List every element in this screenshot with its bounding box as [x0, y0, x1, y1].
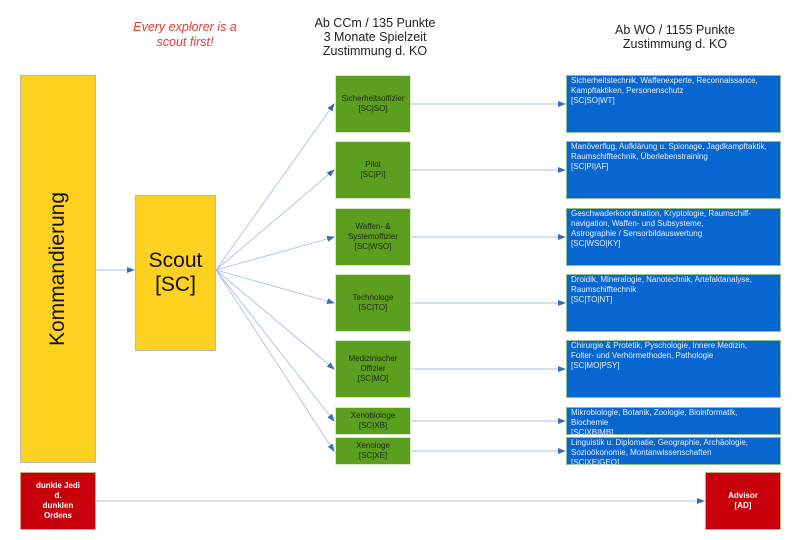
officer-line: [SC|MO]: [357, 374, 389, 383]
officer-box[interactable]: Technologe[SC|TO]: [335, 274, 411, 332]
specialization-line: Folter- und Verhörmethoden, Pathologie: [571, 351, 714, 360]
officer-line: Waffen- &: [355, 222, 391, 231]
officer-line: Sicherheitsoffizier: [341, 94, 405, 103]
officer-line: Systemoffizier: [347, 232, 399, 241]
scout-code: [SC]: [155, 273, 196, 296]
dark-jedi-line: Ordens: [43, 511, 72, 520]
arrow-scout-to-officer: [215, 269, 335, 305]
dark-jedi-line: dunklen: [42, 501, 74, 510]
arrow-scout-to-officer: [215, 269, 335, 422]
specialization-line: navigation, Waffen- und Subsysteme,: [571, 219, 704, 228]
specialization-line: Mikrobiologie, Botanik, Zoologie, Bioinf…: [571, 408, 738, 417]
motto-text: Every explorer is a scout first!: [100, 20, 270, 50]
specialization-line: Sicherheitstechnik, Waffenexperte, Recon…: [571, 76, 758, 85]
specialization-line: [SC|PI|AF]: [571, 162, 609, 171]
officer-box[interactable]: Waffen- &Systemoffizier[SC|WSO]: [335, 208, 411, 266]
specialization-line: Geschwaderkoordination, Kryptologie, Rau…: [571, 209, 751, 218]
header-officer-requirements: Ab CCm / 135 Punkte 3 Monate Spielzeit Z…: [290, 16, 460, 58]
advisor-line: [AD]: [734, 501, 752, 510]
specialization-line: [SC|WSO|KY]: [571, 239, 621, 248]
scout-box[interactable]: Scout [SC]: [135, 195, 216, 351]
officer-line: [SC|WSO]: [354, 242, 392, 251]
dark-jedi-line: d.: [54, 491, 62, 500]
kommandierung-box[interactable]: Kommandierung: [20, 75, 96, 463]
header-line: Zustimmung d. KO: [622, 37, 728, 51]
header-line: Ab WO / 1155 Punkte: [615, 23, 735, 37]
specialization-line: Droidik, Mineralogie, Nanotechnik, Artef…: [571, 275, 752, 284]
header-line: Ab CCm / 135 Punkte: [314, 16, 436, 30]
scout-name: Scout: [148, 249, 203, 272]
officer-box[interactable]: Xenobiologe[SC|XB]: [335, 407, 411, 435]
motto-line: Every explorer is a: [133, 20, 237, 34]
officer-line: [SC|TO]: [358, 303, 388, 312]
specialization-box[interactable]: Manöverflug, Aufklärung u. Spionage, Jag…: [566, 141, 781, 199]
specialization-line: [SC|TO|NT]: [571, 295, 613, 304]
officer-line: Offizier: [360, 364, 386, 373]
specialization-line: Manöverflug, Aufklärung u. Spionage, Jag…: [571, 142, 767, 151]
specialization-line: Astrographie / Sensorbildauswertung: [571, 229, 703, 238]
officer-line: Xenobiologe: [350, 411, 396, 420]
specialization-line: [SC|SO|WT]: [571, 96, 615, 105]
specialization-line: Raumschifftechnik, Überlebenstraining: [571, 152, 708, 161]
officer-line: Pilot: [365, 160, 381, 169]
header-specialization-requirements: Ab WO / 1155 Punkte Zustimmung d. KO: [575, 23, 775, 51]
kommandierung-label: Kommandierung: [46, 191, 69, 347]
header-line: 3 Monate Spielzeit: [323, 30, 427, 44]
specialization-line: [SC|XB|MB]: [571, 428, 614, 437]
arrow-scout-to-officer: [215, 169, 335, 271]
dark-jedi-line: dunkle Jedi: [35, 481, 80, 490]
specialization-line: Kampftaktiken, Personenschutz: [571, 86, 684, 95]
specialization-line: Biochemie: [571, 418, 609, 427]
officer-line: [SC|XE]: [358, 451, 388, 460]
specialization-line: Chirurgie & Protetik, Pyschologie, Inner…: [571, 341, 748, 350]
officer-box[interactable]: Pilot[SC|PI]: [335, 141, 411, 199]
specialization-line: Raumschifftechnik: [571, 285, 637, 294]
specialization-line: Sozioökonomie, Montanwissenschaften: [571, 448, 712, 457]
arrow-scout-to-officer: [215, 103, 335, 271]
specialization-box[interactable]: Mikrobiologie, Botanik, Zoologie, Bioinf…: [566, 407, 781, 437]
officer-line: [SC|PI]: [360, 170, 386, 179]
specialization-line: [SC|MO|PSY]: [571, 361, 620, 370]
arrow-scout-to-officer: [215, 235, 335, 271]
officer-line: Technologe: [352, 293, 394, 302]
specialization-box[interactable]: Droidik, Mineralogie, Nanotechnik, Artef…: [566, 274, 781, 332]
specialization-box[interactable]: Geschwaderkoordination, Kryptologie, Rau…: [566, 208, 781, 266]
specialization-box[interactable]: Chirurgie & Protetik, Pyschologie, Inner…: [566, 340, 781, 398]
officer-line: [SC|XB]: [358, 421, 388, 430]
specialization-line: Linguistik u. Diplomatie, Geographie, Ar…: [571, 438, 748, 447]
specialization-box[interactable]: Linguistik u. Diplomatie, Geographie, Ar…: [566, 437, 781, 467]
officer-line: [SC|SO]: [358, 104, 388, 113]
arrow-scout-to-officer: [215, 269, 335, 452]
advisor-line: Advisor: [728, 491, 758, 500]
officer-box[interactable]: Sicherheitsoffizier[SC|SO]: [335, 75, 411, 133]
dark-jedi-box[interactable]: dunkle Jedi d. dunklen Ordens: [20, 472, 96, 530]
officer-line: Xenologe: [356, 441, 390, 450]
arrow-scout-to-officer: [215, 269, 335, 370]
specialization-line: [SC|XE|GEO]: [571, 458, 620, 467]
header-line: Zustimmung d. KO: [322, 44, 428, 58]
specialization-box[interactable]: Sicherheitstechnik, Waffenexperte, Recon…: [566, 75, 781, 133]
officer-line: Medizinischer: [348, 354, 398, 363]
advisor-box[interactable]: Advisor [AD]: [705, 472, 781, 530]
officer-box[interactable]: Xenologe[SC|XE]: [335, 437, 411, 465]
motto-line: scout first!: [156, 35, 214, 49]
